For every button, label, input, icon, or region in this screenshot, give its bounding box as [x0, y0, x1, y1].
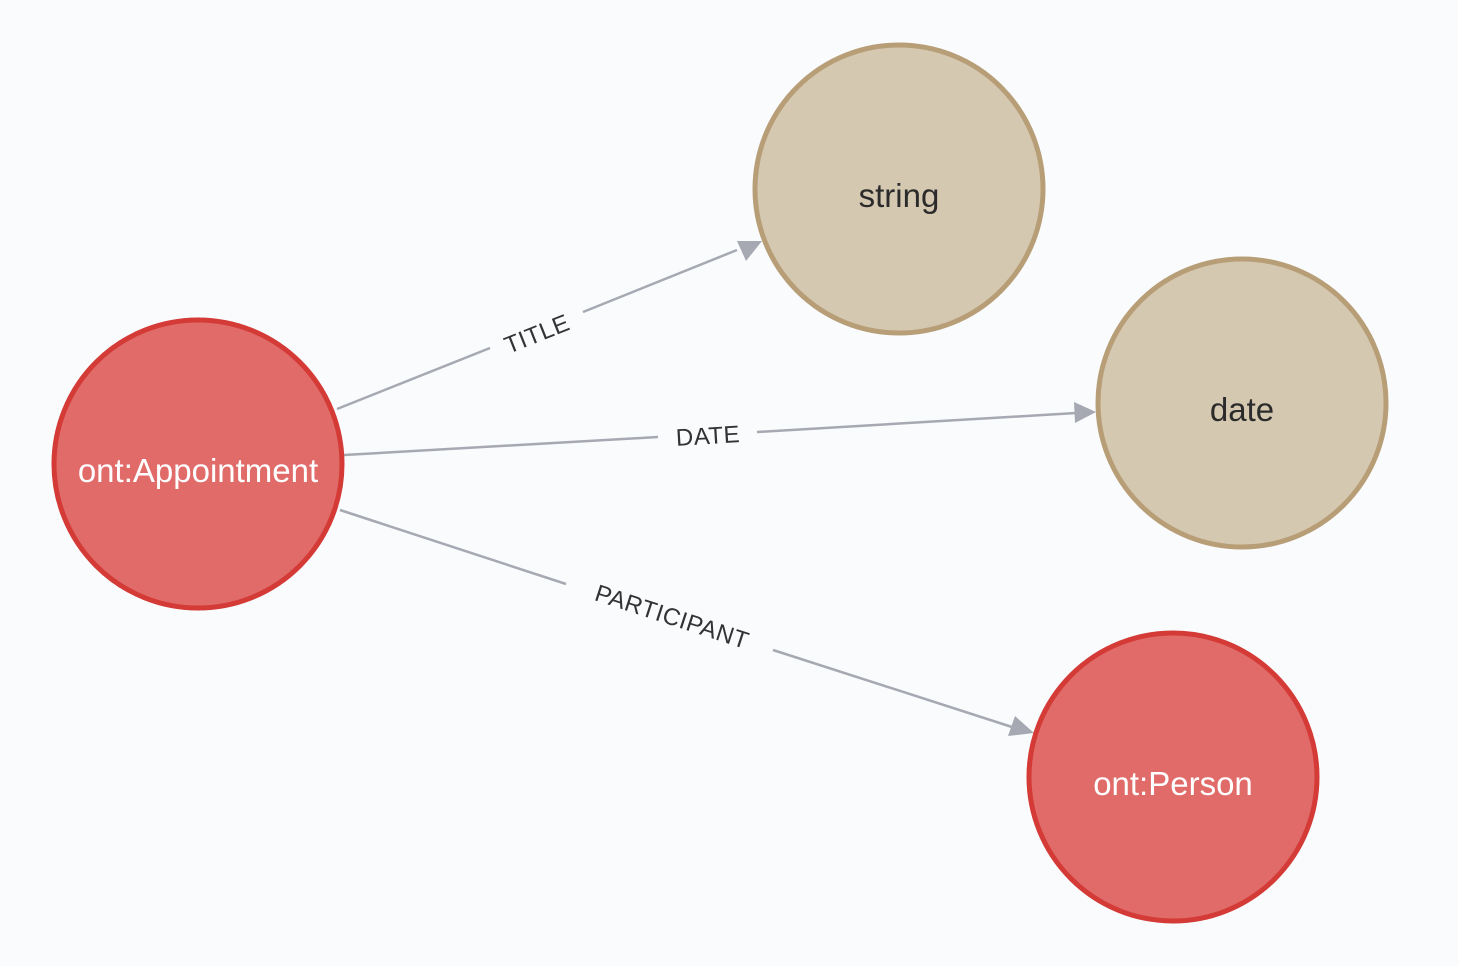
node-person-circle[interactable]	[1026, 630, 1320, 924]
edge-participant-arrowhead	[1008, 716, 1034, 736]
node-person[interactable]: ont:Person	[1026, 630, 1320, 924]
edge-title-arrowhead	[737, 241, 762, 261]
edge-date-line-a	[343, 435, 659, 457]
edge-title-label: TITLE	[501, 309, 574, 359]
node-string-circle[interactable]	[752, 42, 1046, 336]
edge-participant-label: PARTICIPANT	[592, 580, 753, 655]
edge-date[interactable]: DATE	[343, 402, 1096, 457]
edge-title-line-a	[336, 346, 491, 411]
node-appointment-circle[interactable]	[51, 317, 345, 611]
edge-date-label: DATE	[675, 421, 741, 452]
edge-title-arrow	[582, 248, 738, 314]
node-date-circle[interactable]	[1095, 256, 1389, 550]
node-person-label: ont:Person	[1093, 765, 1253, 802]
node-string[interactable]: string	[752, 42, 1046, 336]
edge-participant-line-b	[772, 648, 1013, 729]
node-appointment[interactable]: ont:Appointment	[51, 317, 345, 611]
edge-participant-line-a	[339, 508, 567, 586]
node-date-label: date	[1210, 391, 1274, 428]
node-date[interactable]: date	[1095, 256, 1389, 550]
node-appointment-label: ont:Appointment	[78, 452, 318, 489]
edge-participant[interactable]: PARTICIPANT	[339, 508, 1034, 736]
node-string-label: string	[859, 177, 940, 214]
edge-title[interactable]: TITLE	[336, 241, 762, 411]
edge-date-line-b	[756, 411, 1077, 434]
edge-date-arrowhead	[1074, 402, 1096, 423]
